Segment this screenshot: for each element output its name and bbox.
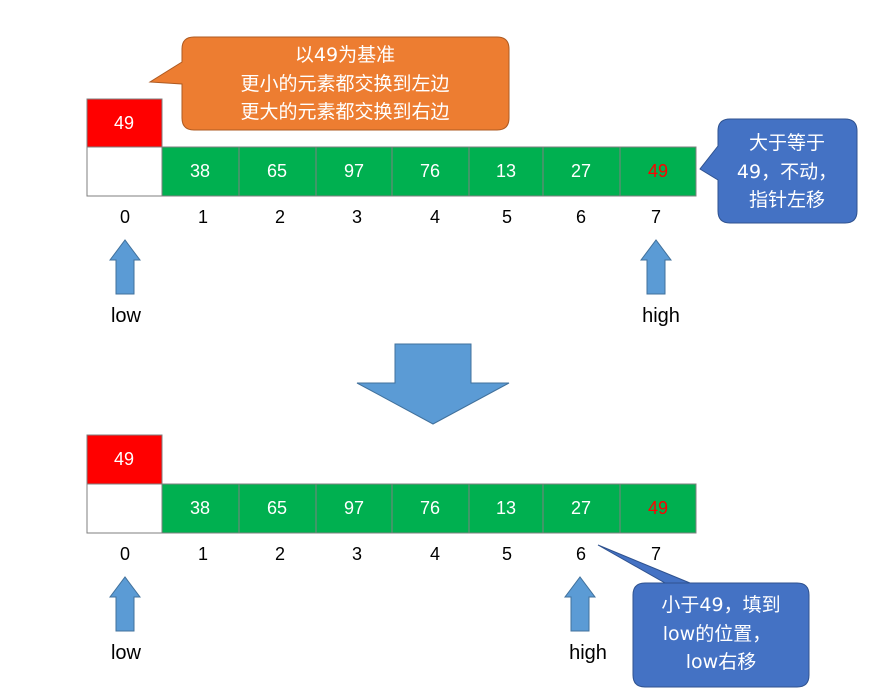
bottom-cell-0 (86, 483, 163, 534)
bottom-low-label: low (111, 642, 142, 664)
top-low-arrow-icon (109, 239, 141, 295)
top-index: 2 (275, 207, 285, 227)
top-index: 3 (352, 207, 362, 227)
bottom-swap-callout-line: low右移 (686, 651, 756, 673)
top-cell-7 (619, 146, 697, 197)
top-pivot-box (86, 98, 163, 148)
top-cell-6 (542, 146, 621, 197)
bottom-cell-5 (468, 483, 544, 534)
bottom-cell-6 (542, 483, 621, 534)
bottom-index: 3 (352, 544, 362, 564)
bottom-cell-value: 97 (344, 498, 364, 518)
bottom-index: 7 (651, 544, 661, 564)
bottom-cell-value: 27 (571, 498, 591, 518)
bottom-cell-value: 13 (496, 498, 516, 518)
top-high-arrow-icon (640, 239, 672, 295)
top-index: 0 (120, 207, 130, 227)
bottom-index: 2 (275, 544, 285, 564)
bottom-cell-1 (161, 483, 240, 534)
top-cell-value: 38 (190, 161, 210, 181)
bottom-index: 5 (502, 544, 512, 564)
bottom-swap-callout: 小于49，填到 low的位置， low右移 (597, 544, 810, 688)
top-cell-2 (238, 146, 317, 197)
bottom-swap-callout-bubble (597, 544, 810, 688)
top-index: 6 (576, 207, 586, 227)
top-cell-value: 97 (344, 161, 364, 181)
bottom-cell-3 (315, 483, 393, 534)
bottom-high-label: high (569, 642, 607, 664)
top-indices: 0 1 2 3 4 5 6 7 (120, 207, 661, 227)
top-high-label: high (642, 305, 680, 327)
top-cell-value: 76 (420, 161, 440, 181)
bottom-cell-value-pivot: 49 (648, 498, 668, 518)
bottom-pivot-box (86, 434, 163, 485)
top-array: 38 65 97 76 13 27 49 (86, 146, 697, 197)
bottom-index: 0 (120, 544, 130, 564)
top-pivot-callout-line: 更大的元素都交换到右边 (240, 101, 449, 123)
top-cell-value: 13 (496, 161, 516, 181)
top-index: 4 (430, 207, 440, 227)
top-cell-5 (468, 146, 544, 197)
top-high-callout: 大于等于 49，不动， 指针左移 (699, 118, 858, 224)
bottom-cell-7 (619, 483, 697, 534)
bottom-cell-value: 38 (190, 498, 210, 518)
top-high-callout-line: 指针左移 (749, 189, 825, 211)
top-pivot-callout-line: 更小的元素都交换到左边 (240, 73, 449, 95)
bottom-index: 1 (198, 544, 208, 564)
bottom-low-arrow-icon (109, 576, 141, 632)
top-step: 49 38 65 97 76 13 27 49 0 1 2 3 4 5 (86, 36, 858, 327)
bottom-cell-value: 65 (267, 498, 287, 518)
bottom-swap-callout-line: low的位置， (663, 623, 771, 645)
top-cell-1 (161, 146, 240, 197)
top-cell-value-pivot: 49 (648, 161, 668, 181)
bottom-index: 4 (430, 544, 440, 564)
top-index: 7 (651, 207, 661, 227)
top-index: 1 (198, 207, 208, 227)
top-cell-4 (391, 146, 470, 197)
top-cell-0 (86, 146, 163, 197)
top-pivot-callout-bubble (148, 36, 510, 131)
bottom-cell-value: 76 (420, 498, 440, 518)
top-pivot-value: 49 (114, 113, 134, 133)
top-high-callout-bubble (699, 118, 858, 224)
bottom-swap-callout-line: 小于49，填到 (661, 594, 780, 616)
bottom-index: 6 (576, 544, 586, 564)
top-cell-value: 27 (571, 161, 591, 181)
top-high-callout-line: 49，不动， (737, 161, 837, 183)
top-high-callout-line: 大于等于 (749, 132, 825, 154)
top-index: 5 (502, 207, 512, 227)
bottom-pivot-value: 49 (114, 449, 134, 469)
bottom-step: 49 38 65 97 76 13 27 49 0 1 2 3 4 5 6 (86, 434, 810, 688)
top-pivot-callout-line: 以49为基准 (295, 44, 395, 66)
bottom-cell-2 (238, 483, 317, 534)
down-arrow-icon (356, 343, 510, 425)
bottom-high-arrow-icon (564, 576, 596, 632)
bottom-indices: 0 1 2 3 4 5 6 7 (120, 544, 661, 564)
top-low-label: low (111, 305, 142, 327)
top-cell-value: 65 (267, 161, 287, 181)
bottom-array: 38 65 97 76 13 27 49 (86, 483, 697, 534)
bottom-cell-4 (391, 483, 470, 534)
top-pivot-callout: 以49为基准 更小的元素都交换到左边 更大的元素都交换到右边 (148, 36, 510, 131)
